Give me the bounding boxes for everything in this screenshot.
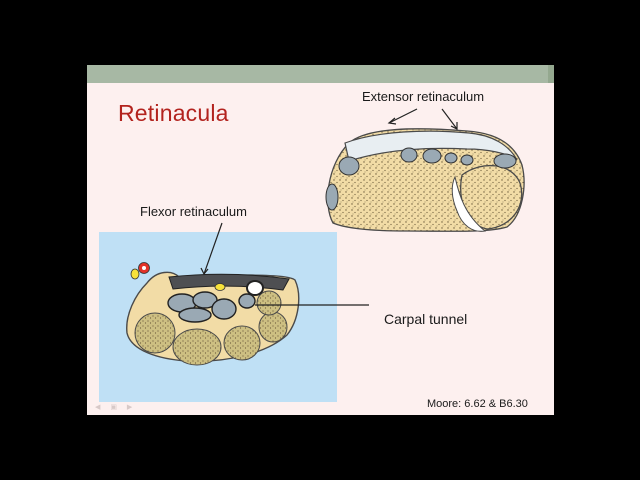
median-nerve-icon — [246, 280, 264, 296]
extensor-cross-section — [325, 108, 525, 232]
reference-citation: Moore: 6.62 & B6.30 — [427, 398, 528, 410]
ulnar-nerve-icon — [130, 268, 140, 280]
arrows-extensor — [387, 108, 458, 130]
slide-navigation-icons[interactable]: ◀ ▣ ▶ — [95, 404, 137, 411]
extensor-retinaculum-label: Extensor retinaculum — [362, 89, 485, 104]
nerve-yellow-dot — [214, 283, 226, 291]
extensor-tendons — [325, 147, 517, 211]
carpal-cross-section — [126, 222, 369, 366]
slide-title: Retinacula — [118, 100, 229, 126]
cartilage — [451, 175, 487, 232]
artery-lumen — [142, 266, 146, 270]
header-bar-tab — [548, 65, 554, 83]
flexor-tendons — [167, 291, 256, 323]
slide: Retinacula — [87, 65, 554, 415]
wrist-illustrations — [126, 108, 525, 366]
flexor-retinaculum-label: Flexor retinaculum — [140, 204, 247, 219]
carpal-bones — [134, 290, 288, 366]
header-bar — [87, 65, 554, 83]
arrow-flexor — [200, 222, 223, 276]
carpal-tunnel-label: Carpal tunnel — [384, 311, 468, 327]
